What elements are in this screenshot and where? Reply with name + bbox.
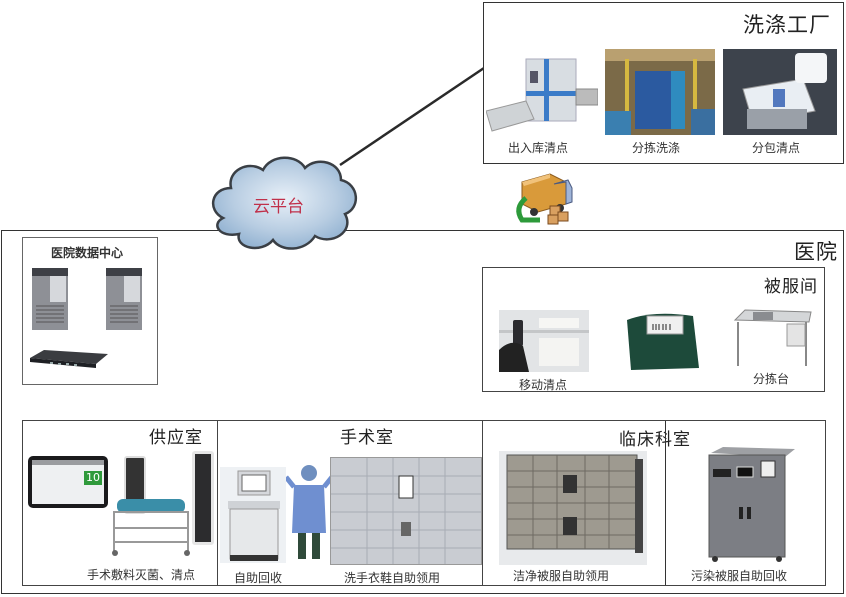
supply-room-title: 供应室: [149, 428, 203, 448]
laundry-factory-title: 洗涤工厂: [743, 13, 831, 37]
sorting-table-photo: [731, 308, 813, 368]
divider-line: [665, 421, 666, 585]
laundry-item-label-2: 分拣洗涤: [632, 141, 681, 155]
soiled-linen-return-machine-icon: [705, 447, 795, 567]
clinical-item-label-1: 洁净被服自助领用: [513, 569, 610, 583]
network-switch-icon: [30, 348, 108, 374]
packing-machine-photo: [723, 49, 837, 135]
linen-item-label-3: 分拣台: [753, 372, 790, 386]
linen-room-title: 被服间: [764, 277, 818, 297]
operating-item-label-1: 自助回收: [234, 571, 283, 585]
clinical-item-label-2: 污染被服自助回收: [691, 569, 788, 583]
hospital-title: 医院: [794, 240, 838, 264]
handheld-scanner-photo: [499, 310, 589, 372]
surgeon-figure-icon: [284, 463, 334, 567]
self-return-machine-icon: [220, 467, 286, 567]
linen-cart-icon: [109, 497, 193, 561]
operating-room-panel: 手术室: [217, 420, 483, 586]
washing-line-photo: [605, 49, 715, 135]
linen-item-label-1: 移动清点: [519, 378, 568, 392]
operating-room-title: 手术室: [340, 428, 394, 448]
cloud-icon: [211, 156, 357, 250]
cloud-platform: 云平台: [205, 148, 363, 260]
supply-room-panel: 供应室 10 手术敷料灭菌、清点: [22, 420, 218, 586]
clinical-dept-title: 临床科室: [619, 430, 691, 450]
linen-room-panel: 被服间 移动清点: [482, 267, 825, 392]
laundry-factory-panel: 洗涤工厂 出入库清点 分拣: [483, 2, 844, 164]
conveyor-machine-photo: [486, 49, 598, 135]
laundry-item-label-1: 出入库清点: [508, 141, 569, 155]
server-tower-icon: [106, 268, 142, 334]
tablet-screen-icon: 10: [28, 456, 108, 508]
clean-linen-locker-icon: [499, 451, 647, 565]
supply-room-label: 手术敷料灭菌、清点: [87, 568, 196, 582]
data-center-title: 医院数据中心: [51, 246, 124, 260]
cloud-platform-label: 云平台: [253, 197, 304, 217]
scrub-locker-cabinet-icon: [330, 457, 482, 565]
delivery-truck-icon: [510, 168, 574, 226]
rfid-tag-photo: [623, 310, 703, 372]
server-tower-icon: [32, 268, 68, 334]
data-center-panel: 医院数据中心: [22, 237, 158, 385]
rfid-gate-icon: [192, 451, 214, 545]
operating-item-label-2: 洗手衣鞋自助领用: [344, 571, 441, 585]
tablet-count-display: 10: [84, 471, 102, 485]
clinical-dept-panel: 临床科室 洁净被服自助领用 污染被服: [482, 420, 826, 586]
laundry-item-label-3: 分包清点: [752, 141, 801, 155]
